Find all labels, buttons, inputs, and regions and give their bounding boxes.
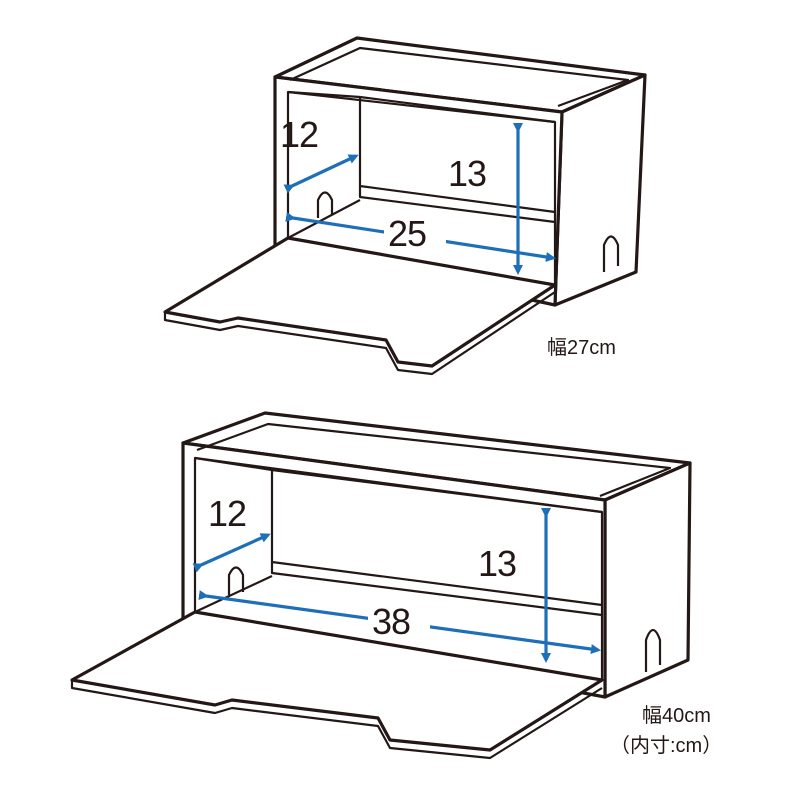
large-depth-label: 12 xyxy=(208,493,246,534)
large-cabinet-right-side xyxy=(603,461,692,699)
large-depth-arrow xyxy=(192,533,271,573)
small-cabinet-right-slot xyxy=(602,235,620,272)
large-cabinet-top-lip xyxy=(196,422,672,498)
small-outer-width-label: 幅27cm xyxy=(547,336,616,359)
small-cabinet-top-lip xyxy=(289,46,630,108)
small-width-label: 25 xyxy=(388,213,426,254)
large-outer-width-label: 幅40cm xyxy=(642,704,711,727)
large-cabinet: 12 13 38 幅40cm （内寸:cm） xyxy=(70,411,722,760)
small-height-label: 13 xyxy=(448,153,486,194)
large-width-label: 38 xyxy=(372,601,410,642)
large-height-label: 13 xyxy=(478,543,516,584)
units-note: （内寸:cm） xyxy=(610,734,722,757)
large-cabinet-right-slot xyxy=(644,628,662,672)
small-cabinet-drop-door xyxy=(163,236,557,368)
small-depth-arrow xyxy=(283,154,359,194)
small-depth-label: 12 xyxy=(280,114,318,155)
small-cabinet-right-side xyxy=(553,73,647,307)
large-cabinet-door-edge xyxy=(70,680,603,760)
small-cabinet-door-edge xyxy=(163,291,556,376)
small-cabinet: 12 13 25 幅27cm xyxy=(163,36,647,376)
